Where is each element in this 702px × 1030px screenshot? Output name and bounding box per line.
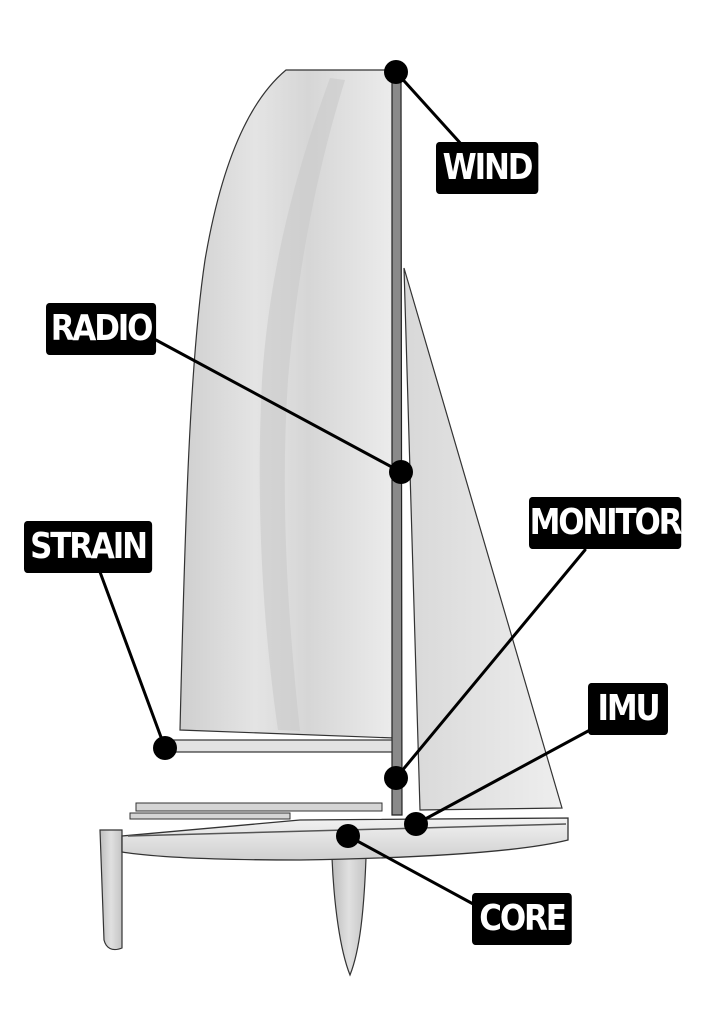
core-sensor-dot bbox=[336, 824, 360, 848]
leader-strain bbox=[100, 572, 165, 748]
monitor-sensor-dot bbox=[384, 766, 408, 790]
label-radio: RADIO bbox=[46, 303, 156, 355]
label-monitor: MONITOR bbox=[529, 497, 681, 549]
label-core: CORE bbox=[472, 893, 572, 945]
rudder bbox=[100, 830, 122, 950]
radio-sensor-dot bbox=[389, 460, 413, 484]
leader-wind bbox=[396, 72, 462, 145]
deck-rail-lower bbox=[130, 813, 290, 819]
deck-rail bbox=[136, 803, 382, 811]
label-wind: WIND bbox=[436, 142, 538, 194]
label-strain: STRAIN bbox=[24, 521, 152, 573]
strain-sensor-dot bbox=[153, 736, 177, 760]
keel-fin bbox=[332, 858, 366, 975]
wind-sensor-dot bbox=[384, 60, 408, 84]
boom bbox=[166, 740, 392, 752]
label-imu: IMU bbox=[588, 683, 668, 735]
imu-sensor-dot bbox=[404, 812, 428, 836]
mast bbox=[392, 72, 402, 815]
